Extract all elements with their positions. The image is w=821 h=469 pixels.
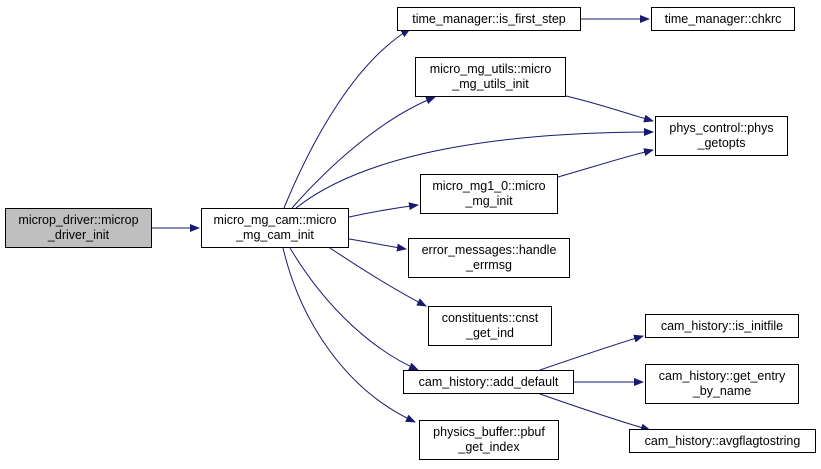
node-is-first-step[interactable]: time_manager::is_first_step [397, 7, 581, 31]
edge-micro_mg_cam_init-to-handle_errmsg [348, 238, 407, 252]
edge-micro_mg_cam_init-to-add_default [289, 247, 419, 371]
edge-micro_mg_init-to-phys_getopts [557, 148, 654, 178]
node-micro-mg-init[interactable]: micro_mg1_0::micro_mg_init [420, 174, 558, 214]
node-label: _get_ind [466, 326, 514, 340]
node-label: _driver_init [47, 228, 110, 242]
node-label: constituents::cnst [441, 311, 539, 325]
node-label: _by_name [692, 384, 752, 398]
node-microp-driver-init[interactable]: microp_driver::microp_driver_init [5, 208, 152, 248]
node-label: micro_mg1_0::micro [432, 179, 546, 193]
node-is-initfile[interactable]: cam_history::is_initfile [645, 314, 799, 338]
edge-micro_mg_cam_init-to-micro_mg_init [348, 202, 419, 218]
node-phys-getopts[interactable]: phys_control::phys_getopts [655, 116, 788, 156]
node-label: phys_control::phys [669, 121, 774, 135]
node-label: physics_buffer::pbuf [433, 425, 545, 439]
node-label: microp_driver::microp [18, 213, 139, 227]
node-label: error_messages::handle [421, 243, 557, 257]
node-label: time_manager::is_first_step [412, 11, 566, 26]
edge-add_default-to-is_initfile [539, 334, 644, 371]
edge-micro_mg_utils_init-to-phys_getopts [565, 95, 654, 123]
node-label: _mg_init [465, 194, 513, 208]
edge-add_default-to-avgflagtostring [539, 393, 651, 432]
node-add-default[interactable]: cam_history::add_default [403, 370, 574, 394]
node-label: _getopts [697, 136, 746, 150]
node-micro-mg-cam-init[interactable]: micro_mg_cam::micro_mg_cam_init [201, 208, 349, 248]
node-cnst-get-ind[interactable]: constituents::cnst_get_ind [428, 306, 552, 346]
node-label: _errmsg [466, 258, 512, 272]
node-label: _mg_cam_init [236, 228, 314, 242]
edge-micro_mg_cam_init-to-micro_mg_utils_init [291, 96, 436, 209]
node-pbuf-get-index[interactable]: physics_buffer::pbuf_get_index [419, 420, 559, 460]
node-label: micro_mg_cam::micro [213, 213, 337, 227]
node-label: cam_history::avgflagtostring [644, 433, 801, 448]
node-label: cam_history::get_entry [658, 369, 786, 383]
node-label: _mg_utils_init [452, 77, 529, 91]
node-label: cam_history::is_initfile [660, 318, 784, 333]
node-get-entry-by-name[interactable]: cam_history::get_entry_by_name [645, 364, 799, 404]
edge-micro_mg_cam_init-to-is_first_step [283, 28, 411, 209]
node-avgflagtostring[interactable]: cam_history::avgflagtostring [629, 429, 816, 453]
node-label: time_manager::chkrc [664, 11, 782, 26]
edge-micro_mg_cam_init-to-phys_getopts [295, 128, 654, 209]
node-chkrc[interactable]: time_manager::chkrc [651, 7, 795, 31]
node-label: _get_index [458, 440, 520, 454]
node-label: cam_history::add_default [418, 374, 559, 389]
edge-micro_mg_cam_init-to-pbuf_get_index [282, 247, 416, 423]
edge-micro_mg_cam_init-to-cnst_get_ind [329, 247, 427, 307]
node-label: micro_mg_utils::micro [429, 62, 552, 76]
node-micro-mg-utils-init[interactable]: micro_mg_utils::micro_mg_utils_init [415, 57, 566, 97]
node-handle-errmsg[interactable]: error_messages::handle_errmsg [408, 238, 570, 278]
